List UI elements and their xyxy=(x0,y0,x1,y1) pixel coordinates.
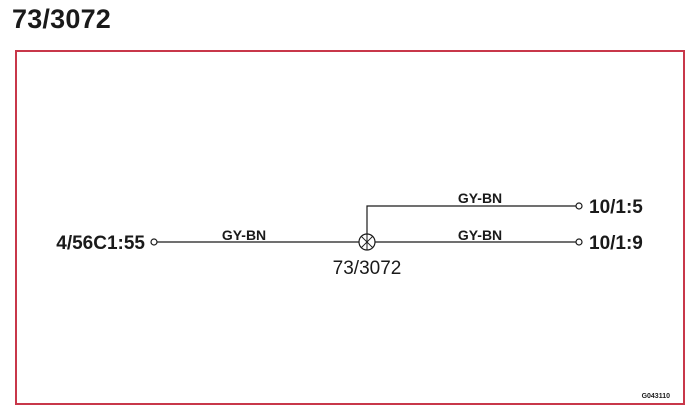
splice-label: 73/3072 xyxy=(333,258,402,279)
diagram-frame xyxy=(15,50,685,405)
image-code: G043110 xyxy=(642,393,671,400)
wire-label-left: GY-BN xyxy=(222,227,266,243)
connector-label-right-bottom: 10/1:9 xyxy=(589,233,643,254)
wire-label-right-bottom: GY-BN xyxy=(458,227,502,243)
wire-label-right-top: GY-BN xyxy=(458,190,502,206)
wire-right-top xyxy=(366,205,576,234)
connector-label-right-top: 10/1:5 xyxy=(589,197,643,218)
page-title: 73/3072 xyxy=(12,4,111,34)
terminal-left xyxy=(150,238,158,246)
connector-label-left: 4/56C1:55 xyxy=(56,233,145,254)
splice-icon xyxy=(358,233,376,251)
terminal-right-top xyxy=(575,202,583,210)
terminal-right-bottom xyxy=(575,238,583,246)
